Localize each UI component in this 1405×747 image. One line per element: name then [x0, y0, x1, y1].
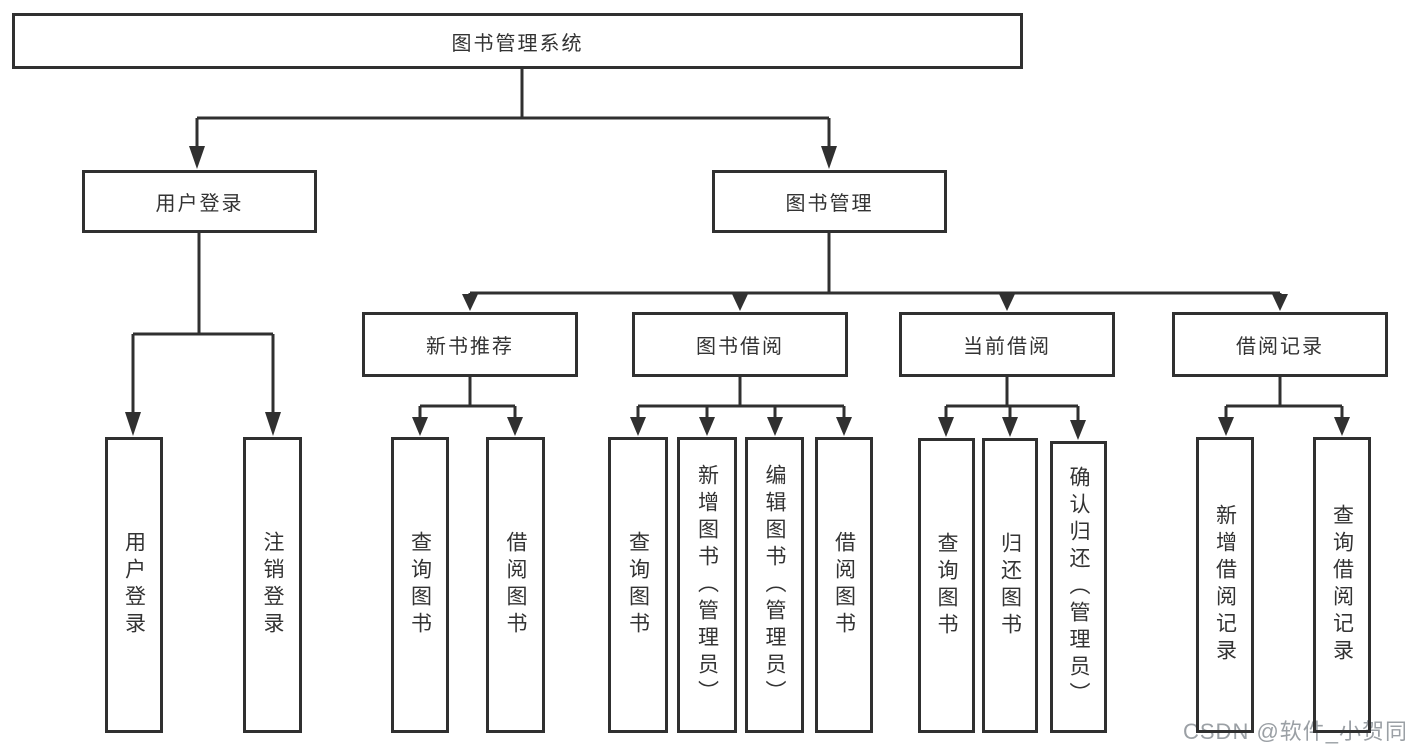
node-root-system: 图书管理系统	[12, 13, 1023, 69]
leaf-label: 编辑图书（管理员）	[763, 463, 786, 707]
arrowhead	[767, 417, 783, 436]
arrowhead	[507, 417, 523, 436]
arrowhead	[1070, 420, 1086, 440]
node-label: 用户登录	[155, 193, 244, 215]
leaf-label: 借阅图书	[832, 531, 856, 639]
leaf-add-books-admin: 新增图书（管理员）	[677, 437, 737, 733]
leaf-logout: 注销登录	[243, 437, 302, 733]
leaf-borrow-books: 借阅图书	[815, 437, 873, 733]
node-borrow-records: 借阅记录	[1172, 312, 1388, 377]
node-new-book-recommend: 新书推荐	[362, 312, 578, 377]
leaf-label: 借阅图书	[504, 531, 527, 639]
arrowhead	[1002, 417, 1018, 437]
arrowhead	[412, 417, 428, 436]
leaf-label: 查询图书	[408, 531, 432, 639]
arrowhead	[630, 417, 646, 436]
node-label: 图书管理系统	[451, 32, 584, 55]
arrowhead	[999, 294, 1015, 311]
arrowhead	[1334, 417, 1350, 436]
connector-login-to-leaves	[125, 233, 281, 436]
csdn-watermark: CSDN @软件_小贺同学	[1183, 719, 1405, 744]
arrowhead	[265, 412, 281, 436]
arrowhead	[732, 294, 748, 311]
node-book-management: 图书管理	[712, 170, 947, 233]
leaf-label: 查询图书	[626, 531, 650, 639]
arrowhead	[1218, 417, 1234, 436]
arrowhead	[836, 417, 852, 436]
leaf-query-books-newbooks: 查询图书	[391, 437, 449, 733]
arrowhead	[938, 417, 954, 437]
leaf-label: 注销登录	[261, 531, 284, 639]
node-label: 当前借阅	[963, 336, 1051, 358]
node-label: 新书推荐	[426, 336, 514, 358]
leaf-borrow-books-newbooks: 借阅图书	[486, 437, 545, 733]
connector-root-to-level2	[189, 69, 837, 169]
node-user-login: 用户登录	[82, 170, 317, 233]
leaf-label: 用户登录	[122, 531, 146, 639]
arrowhead	[462, 294, 478, 311]
connector-records-to-leaves	[1218, 377, 1350, 436]
connector-management-to-level3	[462, 233, 1288, 311]
leaf-query-books-current: 查询图书	[918, 438, 975, 733]
leaf-label: 新增图书（管理员）	[695, 463, 719, 707]
leaf-query-books-borrow: 查询图书	[608, 437, 668, 733]
connector-currentborrow-to-leaves	[938, 377, 1086, 440]
leaf-query-borrow-record: 查询借阅记录	[1313, 437, 1371, 733]
leaf-user-login: 用户登录	[105, 437, 163, 733]
arrowhead	[821, 146, 837, 169]
leaf-confirm-return-admin: 确认归还（管理员）	[1050, 441, 1107, 733]
arrowhead	[125, 412, 141, 436]
arrowhead	[189, 146, 205, 169]
connector-newbooks-to-leaves	[412, 377, 523, 436]
connector-bookborrow-to-leaves	[630, 377, 852, 436]
node-label: 图书借阅	[696, 336, 784, 358]
node-label: 借阅记录	[1236, 336, 1324, 358]
arrowhead	[1272, 294, 1288, 311]
node-current-borrow: 当前借阅	[899, 312, 1115, 377]
leaf-label: 查询借阅记录	[1330, 504, 1354, 666]
leaf-label: 确认归还（管理员）	[1067, 465, 1090, 709]
arrowhead	[699, 417, 715, 436]
leaf-label: 新增借阅记录	[1213, 504, 1237, 666]
node-book-borrow: 图书借阅	[632, 312, 848, 377]
leaf-edit-books-admin: 编辑图书（管理员）	[745, 437, 804, 733]
leaf-label: 查询图书	[935, 531, 958, 640]
node-label: 图书管理	[785, 193, 874, 215]
leaf-add-borrow-record: 新增借阅记录	[1196, 437, 1254, 733]
leaf-return-books: 归还图书	[982, 438, 1038, 733]
leaf-label: 归还图书	[998, 531, 1022, 640]
